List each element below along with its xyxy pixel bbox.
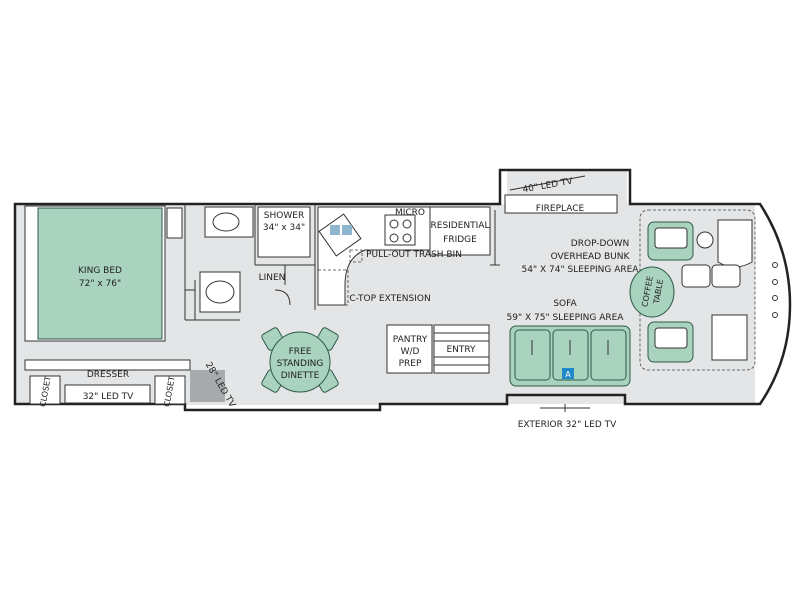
dinette-label: DINETTE bbox=[281, 371, 320, 381]
ctop-label: C-TOP EXTENSION bbox=[349, 294, 430, 304]
shower: SHOWER 34" x 34" bbox=[257, 206, 311, 258]
sofa-size-label: 59" X 75" SLEEPING AREA bbox=[507, 313, 625, 323]
coffee-table: COFFEE TABLE bbox=[629, 266, 675, 318]
dresser-area: DRESSER CLOSET CLOSET 32" LED TV bbox=[24, 359, 191, 408]
drop-down-label: DROP-DOWN bbox=[571, 239, 629, 249]
residential-fridge: RESIDENTIAL FRIDGE bbox=[429, 206, 491, 256]
prep-label: PREP bbox=[399, 359, 422, 369]
overhead-bunk-label: OVERHEAD BUNK bbox=[551, 252, 631, 262]
pantry: PANTRY W/D PREP bbox=[386, 324, 433, 374]
kitchen-counter: MICRO bbox=[317, 206, 431, 306]
linen-label: LINEN bbox=[259, 273, 286, 283]
dresser-label: DRESSER bbox=[87, 370, 129, 380]
sofa: SOFA 59" X 75" SLEEPING AREA A bbox=[507, 299, 631, 387]
standing-label: STANDING bbox=[277, 359, 324, 369]
king-bed-label: KING BED bbox=[78, 266, 122, 276]
cab-area bbox=[639, 209, 778, 371]
king-bed: KING BED 72" x 76" bbox=[24, 205, 183, 342]
wd-label: W/D bbox=[401, 347, 420, 357]
trash-ctop: PULL-OUT TRASH BIN C-TOP EXTENSION bbox=[317, 249, 462, 306]
king-bed-size: 72" x 76" bbox=[79, 279, 121, 289]
fireplace-label: FIREPLACE bbox=[536, 204, 585, 214]
bunk-size-label: 54" X 74" SLEEPING AREA bbox=[522, 265, 640, 275]
interior-walls bbox=[184, 204, 500, 321]
sofa-label: SOFA bbox=[553, 299, 577, 309]
exterior-tv-label: EXTERIOR 32" LED TV bbox=[518, 420, 617, 430]
bath-sink bbox=[204, 206, 254, 238]
outer-walls bbox=[13, 168, 792, 412]
pantry-label: PANTRY bbox=[393, 335, 428, 345]
trash-bin-label: PULL-OUT TRASH BIN bbox=[366, 250, 462, 260]
free-label: FREE bbox=[289, 347, 312, 357]
entry: ENTRY bbox=[433, 324, 490, 374]
fridge-label-2: FRIDGE bbox=[443, 235, 477, 245]
toilet bbox=[199, 271, 241, 313]
entry-label: ENTRY bbox=[446, 345, 476, 355]
marker-a: A bbox=[565, 370, 571, 379]
led-tv-32-label: 32" LED TV bbox=[83, 392, 134, 402]
overhead-bunk: DROP-DOWN OVERHEAD BUNK 54" X 74" SLEEPI… bbox=[522, 239, 640, 275]
shower-label: SHOWER bbox=[264, 211, 304, 221]
dinette: FREE STANDING DINETTE bbox=[261, 327, 339, 393]
shower-size: 34" x 34" bbox=[263, 223, 305, 233]
linen-closet: LINEN bbox=[259, 273, 286, 283]
micro-label: MICRO bbox=[395, 208, 425, 218]
exterior-tv: EXTERIOR 32" LED TV bbox=[518, 404, 617, 430]
fridge-label-1: RESIDENTIAL bbox=[431, 221, 490, 231]
table-label: TABLE bbox=[652, 279, 665, 306]
